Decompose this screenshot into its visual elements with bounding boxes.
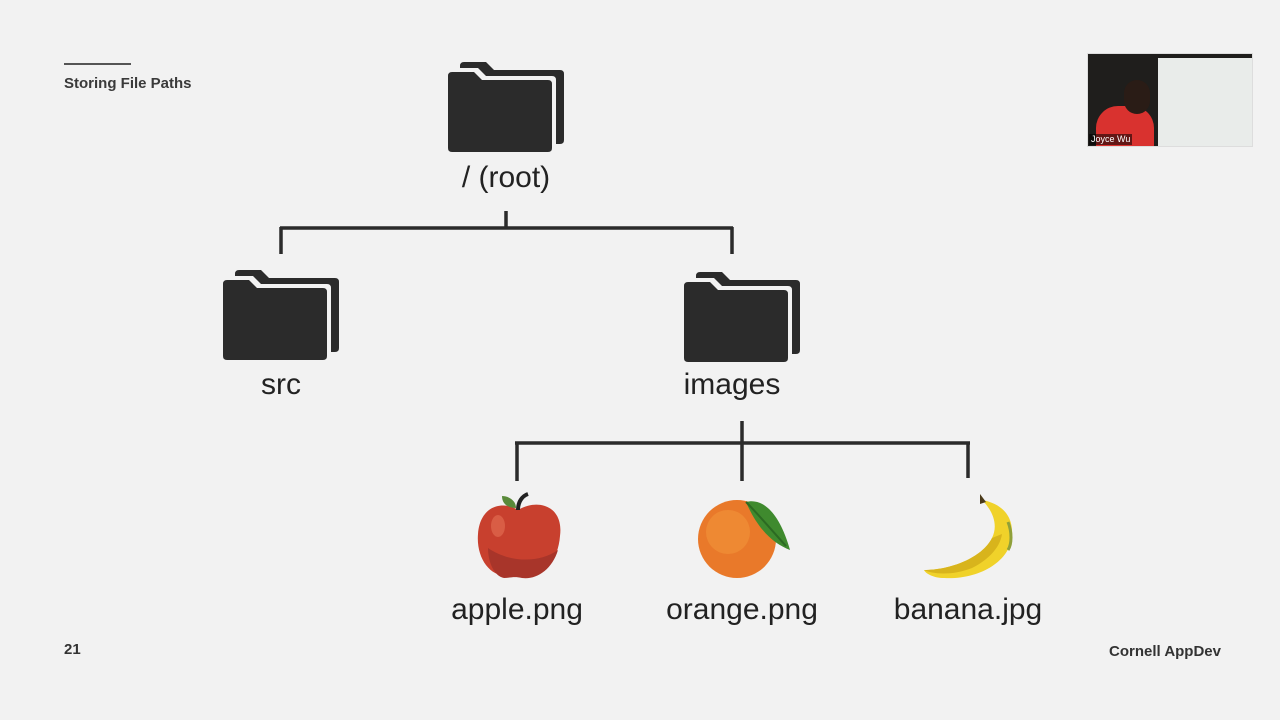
connector-images-to-files (515, 421, 970, 481)
images-folder-label: images (683, 368, 781, 401)
webcam-background-screen (1158, 58, 1252, 146)
orange-icon (698, 500, 790, 578)
banana-icon (924, 494, 1013, 579)
images-folder-icon (684, 272, 800, 362)
webcam-overlay: Joyce Wu (1087, 53, 1253, 147)
webcam-name-label: Joyce Wu (1089, 134, 1133, 145)
banana-file-label: banana.jpg (893, 593, 1043, 626)
apple-icon (477, 492, 561, 579)
brand-name: Cornell AppDev (1109, 643, 1221, 660)
src-folder-icon (223, 270, 339, 360)
title-accent-line (64, 63, 131, 65)
src-folder-label: src (261, 368, 301, 401)
section-title: Storing File Paths (64, 75, 192, 92)
webcam-person-head (1124, 80, 1150, 114)
root-folder-icon (448, 62, 564, 152)
root-folder-label: / (root) (461, 161, 551, 194)
apple-file-label: apple.png (451, 593, 583, 626)
connector-root-to-children (279, 211, 734, 254)
slide-number: 21 (64, 641, 81, 658)
orange-file-label: orange.png (666, 593, 818, 626)
